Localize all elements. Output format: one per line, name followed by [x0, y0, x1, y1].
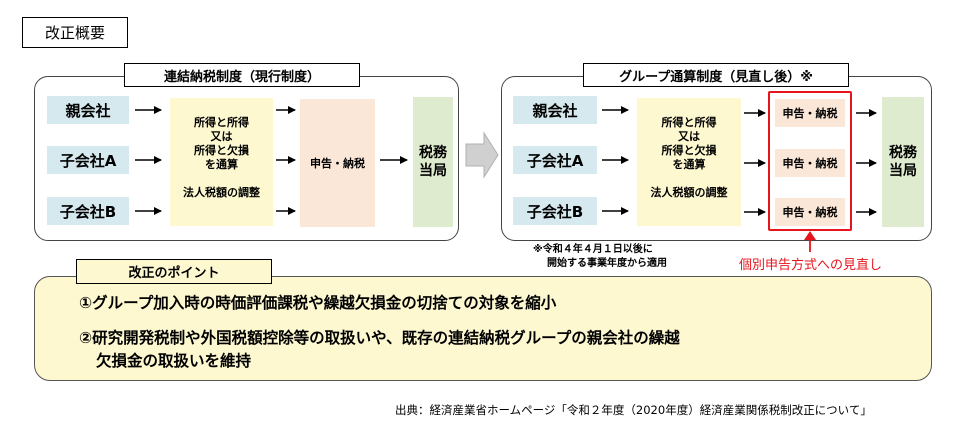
reform-points-box — [34, 276, 932, 381]
group-parent-company: 親会社 — [513, 96, 597, 124]
red-pointer-arrow-icon — [804, 231, 816, 252]
calc-line: 又は — [678, 130, 700, 143]
current-consolidation-box: 所得と所得 又は 所得と欠損 を通算 法人税額の調整 — [170, 98, 273, 226]
group-filing-subsidiary-a: 申告・納税 — [775, 149, 845, 177]
note-line: 開始する事業年度から適用 — [547, 258, 667, 269]
reform-point-1: ①グループ加入時の時価評価課税や繰越欠損金の切捨ての対象を縮小 — [79, 294, 557, 312]
flow-arrows — [135, 106, 877, 216]
group-subsidiary-b: 子会社B — [513, 197, 597, 225]
current-filing-box: 申告・納税 — [300, 99, 375, 227]
authority-line: 税務 — [419, 145, 447, 161]
page-title: 改正概要 — [22, 17, 128, 48]
group-subsidiary-a: 子会社A — [513, 146, 597, 174]
current-subsidiary-b: 子会社B — [47, 197, 129, 225]
group-tax-authority: 税務 当局 — [882, 97, 924, 227]
note-line: ※令和４年４月１日以後に — [533, 244, 653, 255]
current-subsidiary-a: 子会社A — [47, 146, 129, 174]
group-system-label: グループ通算制度（見直し後）※ — [583, 63, 849, 87]
source-citation: 出典：経済産業省ホームページ「令和２年度（2020年度）経済産業関係税制改正につ… — [395, 403, 872, 417]
group-filing-subsidiary-b: 申告・納税 — [775, 198, 845, 226]
current-parent-company: 親会社 — [47, 96, 129, 124]
calc-line: 又は — [210, 130, 233, 143]
calc-line: を通算 — [672, 158, 706, 171]
authority-line: 税務 — [889, 145, 917, 161]
current-system-label: 連結納税制度（現行制度） — [124, 63, 360, 87]
reform-point-2: ②研究開発税制や外国税額控除等の取扱いや、既存の連結納税グループの親会社の繰越 — [79, 329, 680, 347]
authority-line: 当局 — [889, 163, 917, 179]
calc-line: 所得と所得 — [661, 116, 717, 129]
effective-date-note: ※令和４年４月１日以後に 開始する事業年度から適用 — [533, 243, 733, 271]
reform-points-label: 改正のポイント — [76, 259, 272, 284]
individual-filing-note: 個別申告方式への見直し — [739, 258, 883, 273]
tax-adjustment-label: 法人税額の調整 — [650, 186, 728, 199]
transition-arrow-icon — [465, 131, 499, 179]
authority-line: 当局 — [419, 163, 447, 179]
current-tax-authority: 税務 当局 — [413, 97, 453, 227]
calc-line: 所得と欠損 — [194, 144, 249, 157]
tax-adjustment-label: 法人税額の調整 — [183, 186, 260, 199]
calc-line: を通算 — [205, 158, 238, 171]
reform-point-2-continued: 欠損金の取扱いを維持 — [96, 352, 252, 370]
group-filing-parent: 申告・納税 — [775, 99, 845, 127]
calc-line: 所得と欠損 — [661, 144, 717, 157]
group-consolidation-box: 所得と所得 又は 所得と欠損 を通算 法人税額の調整 — [637, 98, 741, 226]
individual-filing-highlight — [768, 91, 852, 231]
calc-line: 所得と所得 — [194, 116, 249, 129]
